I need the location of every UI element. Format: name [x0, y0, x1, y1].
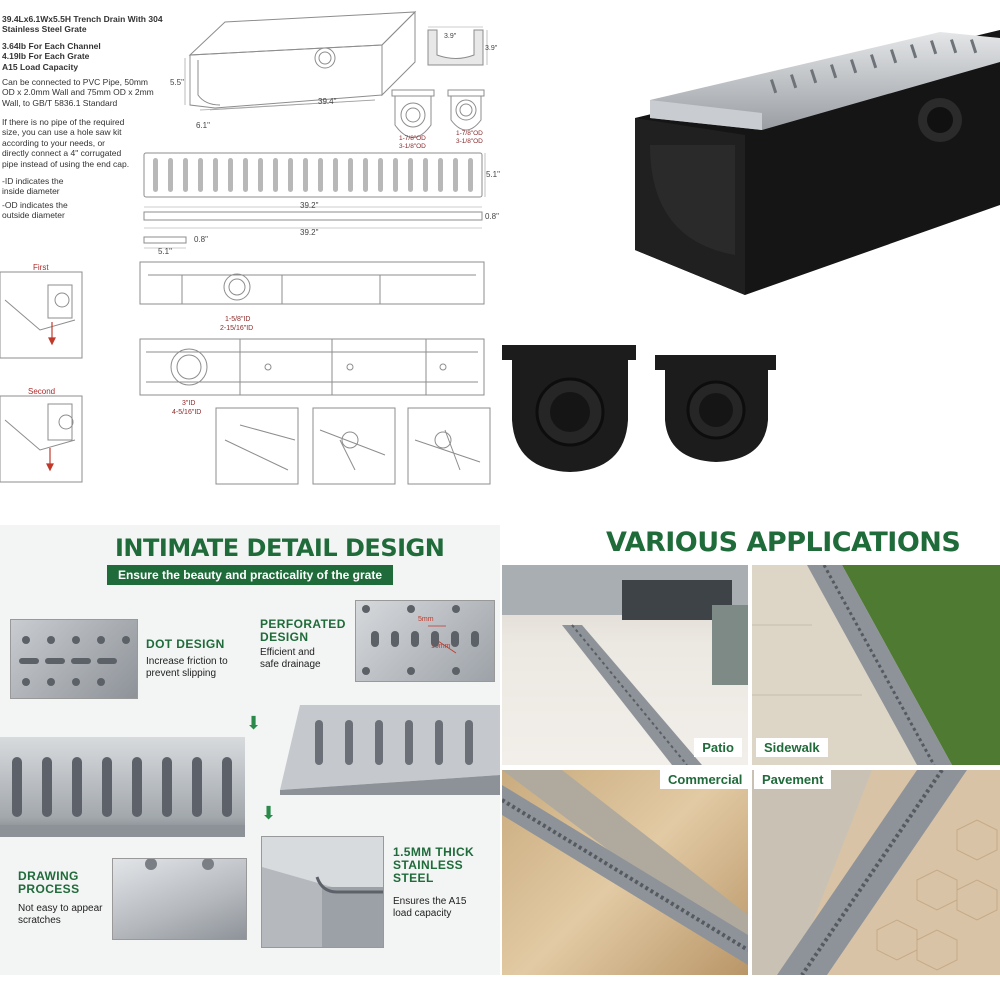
spec-sheet-panel: 39.4Lx6.1Wx5.5H Trench Drain With 304 St… — [0, 0, 500, 500]
product-photo-panel — [500, 0, 1000, 500]
perforated-design-photo: 5mm 10mm — [355, 600, 495, 682]
app-label-commercial: Commercial — [660, 770, 748, 789]
app-label-patio: Patio — [694, 738, 742, 757]
sidewalk-photo: Sidewalk — [752, 565, 1000, 765]
dim-channel-height: 5.5" — [170, 78, 184, 87]
dim-outlet-small-1: 1-5/8"ID — [225, 316, 251, 323]
app-label-sidewalk: Sidewalk — [756, 738, 828, 757]
dim-outlet-small-2: 2-15/16"ID — [220, 325, 254, 332]
dim-channel-width: 6.1" — [196, 121, 210, 130]
stainless-steel-desc: Ensures the A15 load capacity — [393, 896, 467, 919]
grate-closeup-photo — [0, 737, 245, 837]
drawing-process-desc: Not easy to appear scratches — [18, 903, 103, 926]
dim-profile-width: 3.9" — [444, 33, 457, 40]
spec-id-note: -ID indicates the inside diameter — [2, 176, 64, 197]
spec-pipe-note: Can be connected to PVC Pipe, 50mm OD x … — [2, 77, 154, 108]
spec-no-pipe-note: If there is no pipe of the required size… — [2, 117, 130, 169]
dim-grate-side-length: 39.2" — [300, 228, 319, 237]
spec-od-note: -OD indicates the outside diameter — [2, 200, 68, 221]
drawing-process-photo — [112, 858, 247, 940]
arrow-down-icon: ⬇ — [261, 803, 277, 824]
dim-cap-small-od-1: 1-7/8"OD — [399, 135, 426, 142]
patio-photo: Patio — [502, 565, 748, 765]
drawing-process-title: DRAWING PROCESS — [18, 869, 80, 896]
dim-grate-thickness: 0.8" — [485, 212, 499, 221]
dim-cap-large-od-1: 1-7/8"OD — [456, 130, 483, 137]
dot-design-desc: Increase friction to prevent slipping — [146, 656, 228, 679]
pavement-photo: Pavement — [752, 770, 1000, 975]
dim-grate-width: 5.1" — [486, 170, 500, 179]
app-label-pavement: Pavement — [754, 770, 832, 789]
dim-grate-end-thickness: 0.8" — [194, 235, 208, 244]
spec-title: 39.4Lx6.1Wx5.5H Trench Drain With 304 St… — [2, 14, 163, 35]
dim-grate-length: 39.2" — [300, 201, 319, 210]
applications-panel: VARIOUS APPLICATIONS Patio Sidewalk Comm — [500, 525, 1000, 975]
dim-cap-small-od-2: 3-1/8"OD — [399, 143, 426, 150]
perforated-design-desc: Efficient and safe drainage — [260, 647, 321, 670]
install-step-second-label: Second — [28, 387, 56, 396]
commercial-photo: Commercial — [502, 770, 748, 975]
dot-design-photo — [10, 619, 138, 699]
applications-heading: VARIOUS APPLICATIONS — [606, 527, 961, 558]
dim-outlet-large-2: 4-5/16"ID — [172, 409, 202, 416]
dim-outlet-large-1: 3"ID — [182, 400, 196, 407]
dim-cap-large-od-2: 3-1/8"OD — [456, 138, 483, 145]
dim-grate-end-width: 5.1" — [158, 247, 172, 256]
stainless-steel-title: 1.5MM THICK STAINLESS STEEL — [393, 845, 475, 885]
slot-dim-width: 5mm — [418, 616, 434, 623]
grate-slot-pattern — [153, 158, 473, 192]
detail-subheading: Ensure the beauty and practicality of th… — [107, 565, 393, 585]
dim-profile-height: 3.9" — [485, 45, 498, 52]
spec-weights: 3.64lb For Each Channel 4.19lb For Each … — [2, 41, 101, 72]
grate-perspective-photo — [280, 705, 500, 795]
perforated-design-title: PERFORATED DESIGN — [260, 617, 346, 644]
dim-channel-length: 39.4" — [318, 97, 337, 106]
end-cap-small — [655, 355, 776, 462]
dot-design-title: DOT DESIGN — [146, 637, 225, 651]
slot-dim-length: 10mm — [431, 643, 451, 650]
trench-drain-product-image — [502, 30, 1000, 472]
end-cap-large — [502, 345, 636, 472]
detail-design-panel: INTIMATE DETAIL DESIGN Ensure the beauty… — [0, 525, 500, 975]
technical-drawing — [0, 10, 491, 485]
install-step-first-label: First — [33, 263, 49, 272]
detail-heading: INTIMATE DETAIL DESIGN — [115, 534, 445, 562]
stainless-steel-edge-photo — [261, 836, 384, 948]
arrow-down-icon: ⬇ — [246, 713, 262, 734]
